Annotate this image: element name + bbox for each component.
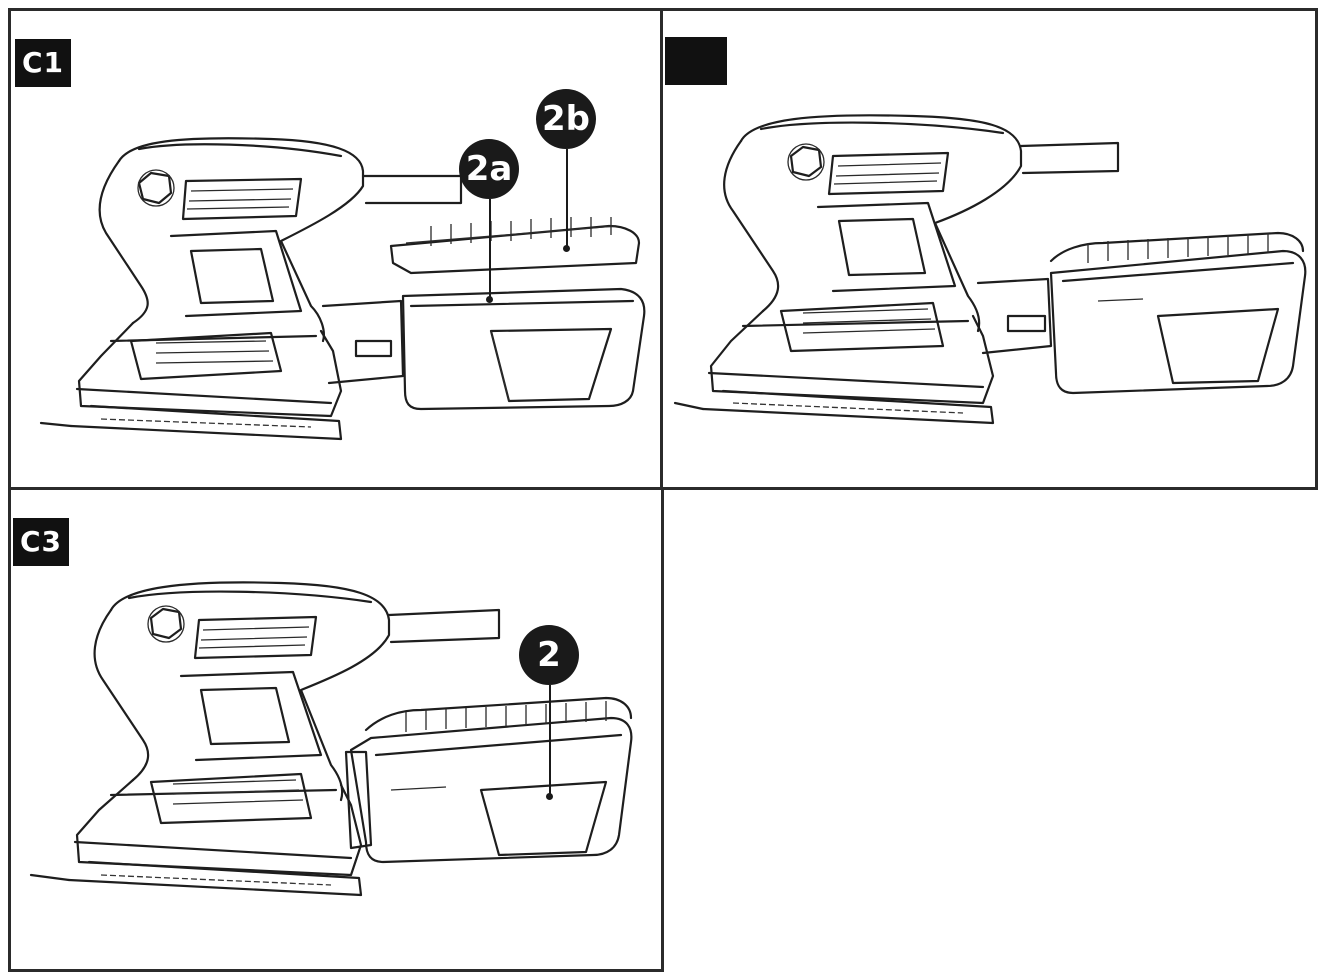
panel-tag-c2	[665, 37, 727, 85]
sander-illustration	[39, 137, 646, 441]
sander-body	[673, 114, 1120, 425]
sander-illustration	[673, 114, 1307, 425]
leader-line-2b	[566, 149, 568, 247]
leader-line-2	[549, 685, 551, 795]
panel-tag-c1: C1	[15, 39, 71, 87]
leader-dot-2a	[486, 296, 493, 303]
panel-tag-c3: C3	[13, 518, 69, 566]
leader-dot-2	[546, 793, 553, 800]
dust-box	[344, 696, 633, 864]
sander-illustration	[29, 581, 633, 897]
dust-box	[1049, 231, 1307, 395]
dust-box	[389, 217, 646, 411]
sander-body	[39, 137, 463, 441]
leader-dot-2b	[563, 245, 570, 252]
figure-panel-c3: C3	[8, 487, 664, 972]
callout-2: 2	[519, 625, 579, 685]
callout-2b: 2b	[536, 89, 596, 149]
leader-line-2a	[489, 199, 491, 299]
figure-panel-c2	[660, 8, 1318, 490]
figure-panel-c1: C1	[8, 8, 664, 490]
sander-body	[29, 581, 501, 897]
callout-2a: 2a	[459, 139, 519, 199]
